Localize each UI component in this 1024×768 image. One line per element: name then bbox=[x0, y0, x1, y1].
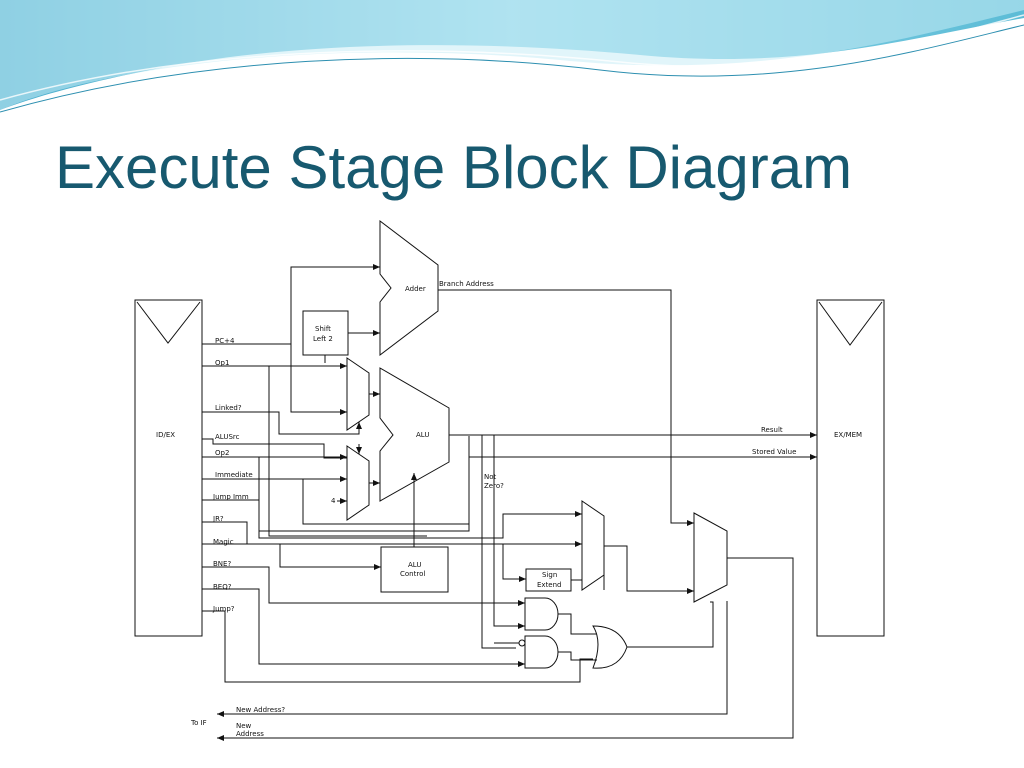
adder-label: Adder bbox=[405, 285, 426, 293]
alu-control-block: ALU Control bbox=[380, 546, 449, 593]
alu-control-label-line1: ALU bbox=[408, 561, 421, 569]
signal-immediate: Immediate bbox=[215, 471, 253, 479]
ex-mem-label: EX/MEM bbox=[834, 431, 862, 439]
execute-stage-block-diagram: ID/EX EX/MEM Adder Shift Left 2 ALU ALU … bbox=[133, 218, 886, 745]
signal-op2: Op2 bbox=[215, 449, 229, 457]
sign-extend-label-line1: Sign bbox=[542, 571, 557, 579]
shift-left-label-line1: Shift bbox=[315, 325, 331, 333]
signal-magic: Magic bbox=[213, 538, 234, 546]
id-ex-register: ID/EX bbox=[134, 299, 203, 637]
slide-title: Execute Stage Block Diagram bbox=[55, 134, 853, 201]
signal-result: Result bbox=[761, 426, 783, 434]
signal-jr: JR? bbox=[212, 515, 224, 523]
shift-left-label-line2: Left 2 bbox=[313, 335, 333, 343]
wires bbox=[202, 266, 817, 739]
signal-alusrc: ALUSrc bbox=[215, 433, 240, 441]
signal-new-address-select: New Address? bbox=[236, 706, 285, 714]
signal-jump: Jump? bbox=[212, 605, 235, 613]
adder-block: Adder bbox=[379, 219, 439, 357]
signal-bne: BNE? bbox=[213, 560, 231, 568]
id-ex-label: ID/EX bbox=[156, 431, 175, 439]
and-gate-beq bbox=[524, 635, 559, 669]
op2-mux bbox=[346, 445, 370, 521]
inverter-bubble bbox=[518, 639, 526, 647]
signal-to-if: To IF bbox=[190, 719, 207, 727]
signal-branch-address: Branch Address bbox=[439, 280, 494, 288]
signal-linked: Linked? bbox=[215, 404, 242, 412]
signal-new-address-line1: New bbox=[236, 722, 252, 730]
alu-control-label-line2: Control bbox=[400, 570, 425, 578]
signal-beq: BEQ? bbox=[213, 583, 232, 591]
signal-jump-imm: Jump Imm bbox=[212, 493, 249, 501]
jump-target-mux bbox=[581, 500, 605, 591]
or-gate-branch bbox=[592, 625, 628, 669]
signal-op1: Op1 bbox=[215, 359, 229, 367]
next-address-mux bbox=[693, 512, 728, 603]
header-wave-banner bbox=[0, 0, 1024, 113]
signal-pc4: PC+4 bbox=[215, 337, 235, 345]
signal-stored-value: Stored Value bbox=[752, 448, 796, 456]
alu-block: ALU bbox=[379, 367, 450, 502]
alu-label: ALU bbox=[416, 431, 429, 439]
signal-new-address-line2: Address bbox=[236, 730, 264, 738]
shift-left-2-block: Shift Left 2 bbox=[302, 310, 349, 356]
sign-extend-label-line2: Extend bbox=[537, 581, 562, 589]
sign-extend-block: Sign Extend bbox=[525, 568, 572, 592]
ex-mem-register: EX/MEM bbox=[816, 299, 885, 637]
signal-not-zero-line1: Not bbox=[484, 473, 497, 481]
constant-four: 4 bbox=[331, 497, 336, 505]
and-gate-bne bbox=[524, 597, 559, 631]
op1-mux bbox=[346, 357, 370, 431]
arrowheads bbox=[217, 264, 817, 741]
